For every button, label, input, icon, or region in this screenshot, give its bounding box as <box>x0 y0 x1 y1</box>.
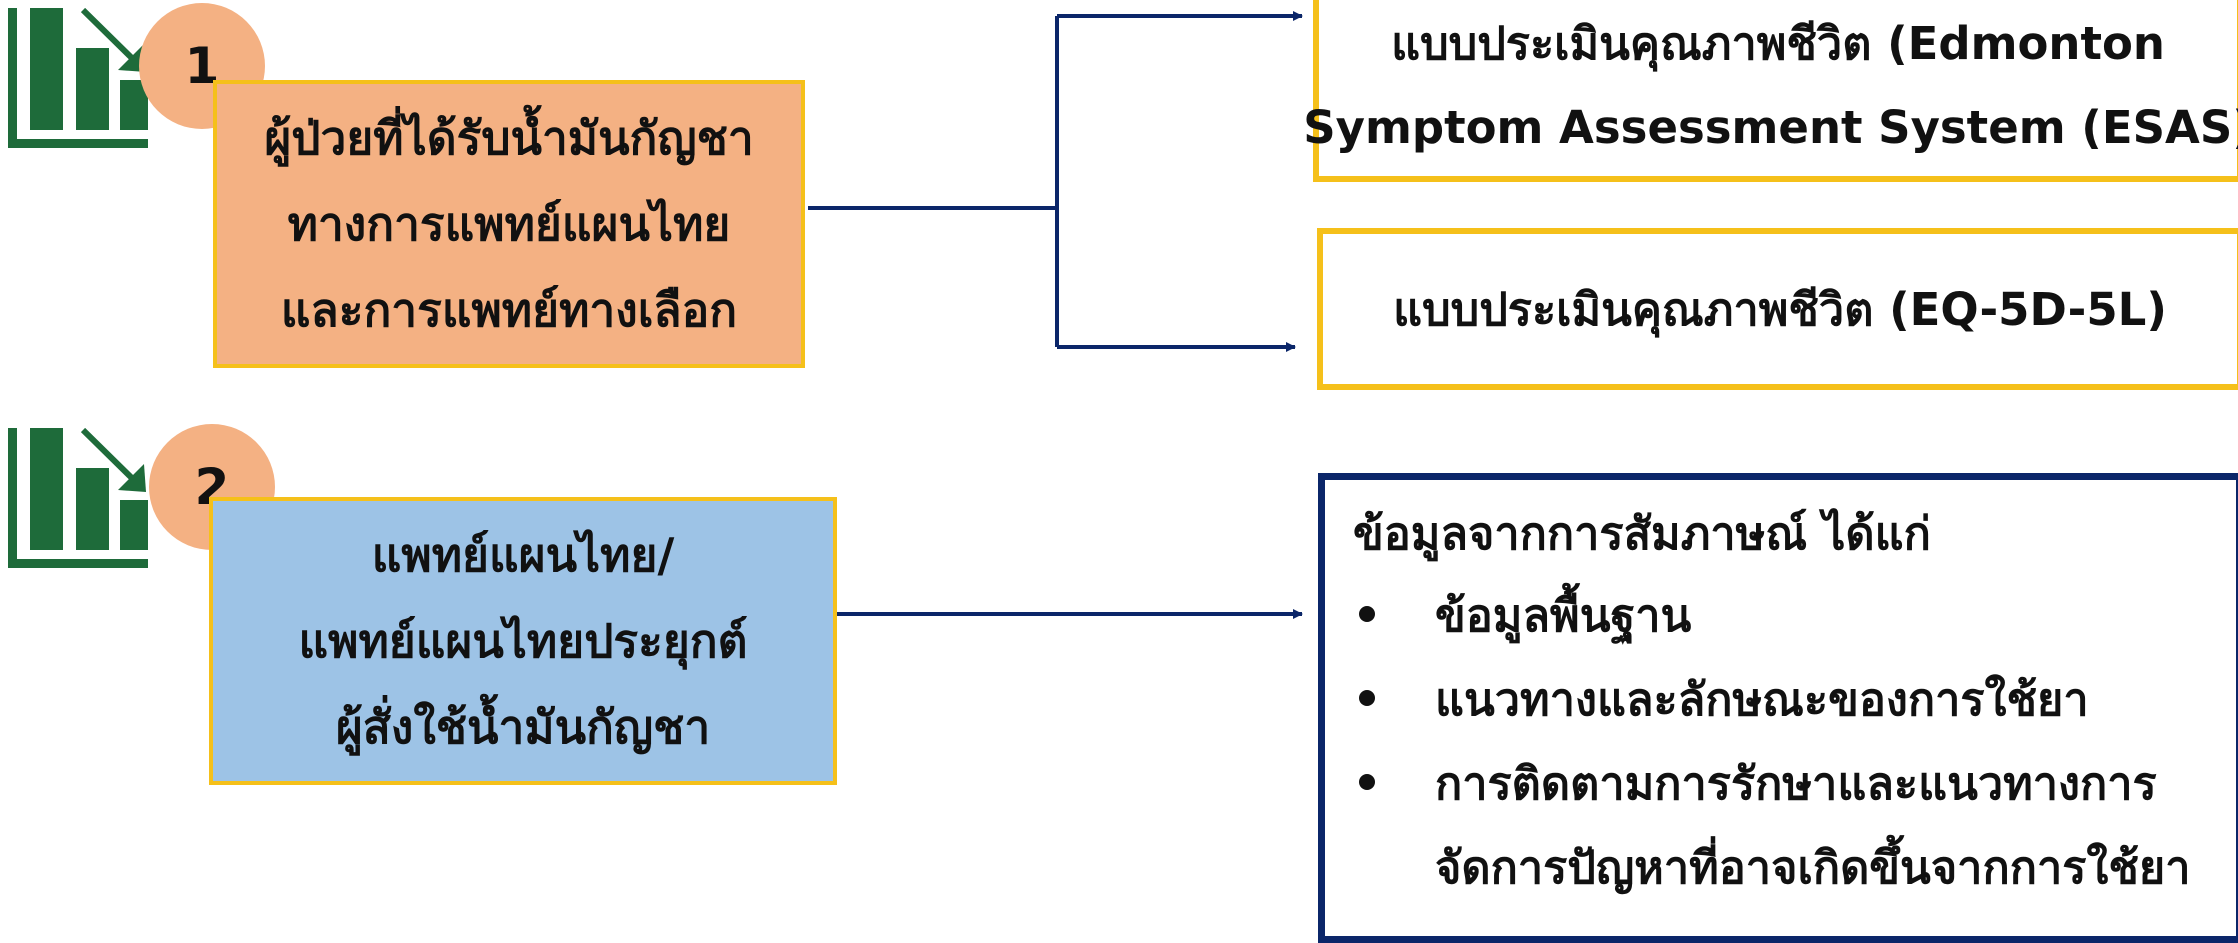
interview-bullet: แนวทางและลักษณะของการใช้ยา <box>1353 658 2236 742</box>
esas-box: แบบประเมินคุณภาพชีวิต (Edmonton Symptom … <box>1303 0 2238 182</box>
interview-list: ข้อมูลพื้นฐาน แนวทางและลักษณะของการใช้ยา… <box>1353 574 2236 910</box>
connector-1 <box>808 11 1303 352</box>
patient-box-line: ทางการแพทย์แผนไทย <box>287 197 731 251</box>
bullet-dot <box>1359 690 1375 706</box>
physician-box: แพทย์แผนไทย/ แพทย์แผนไทยประยุกต์ ผู้สั่ง… <box>209 497 837 785</box>
patient-box: ผู้ป่วยที่ได้รับน้ำมันกัญชา ทางการแพทย์แ… <box>213 80 805 368</box>
physician-box-line: แพทย์แผนไทยประยุกต์ <box>298 614 748 668</box>
physician-box-line: ผู้สั่งใช้น้ำมันกัญชา <box>335 700 711 754</box>
patient-box-line: และการแพทย์ทางเลือก <box>280 283 738 337</box>
patient-box-line: ผู้ป่วยที่ได้รับน้ำมันกัญชา <box>264 111 754 165</box>
esas-line: Symptom Assessment System (ESAS) <box>1303 101 2238 154</box>
interview-box: ข้อมูลจากการสัมภาษณ์ ได้แก่ ข้อมูลพื้นฐา… <box>1318 473 2238 943</box>
interview-bullet: ข้อมูลพื้นฐาน <box>1353 574 2236 658</box>
eq5d-box: แบบประเมินคุณภาพชีวิต (EQ-5D-5L) <box>1317 228 2238 390</box>
bullet-text: จัดการปัญหาที่อาจเกิดขึ้นจากการใช้ยา <box>1435 841 2191 894</box>
bullet-text: ข้อมูลพื้นฐาน <box>1435 589 1692 642</box>
physician-box-line: แพทย์แผนไทย/ <box>371 528 675 582</box>
bar-chart-down-arrow-icon <box>8 428 148 568</box>
bullet-dot <box>1359 774 1375 790</box>
bullet-dot <box>1359 606 1375 622</box>
bar-chart-down-arrow-icon <box>8 8 148 148</box>
bullet-text: การติดตามการรักษาและแนวทางการ <box>1435 757 2157 810</box>
interview-bullet: การติดตามการรักษาและแนวทางการ จัดการปัญห… <box>1353 742 2236 910</box>
esas-line: แบบประเมินคุณภาพชีวิต (Edmonton <box>1391 17 2165 70</box>
eq5d-label: แบบประเมินคุณภาพชีวิต (EQ-5D-5L) <box>1393 283 2167 336</box>
interview-heading: ข้อมูลจากการสัมภาษณ์ ได้แก่ <box>1353 507 1931 560</box>
bullet-text: แนวทางและลักษณะของการใช้ยา <box>1435 673 2089 726</box>
